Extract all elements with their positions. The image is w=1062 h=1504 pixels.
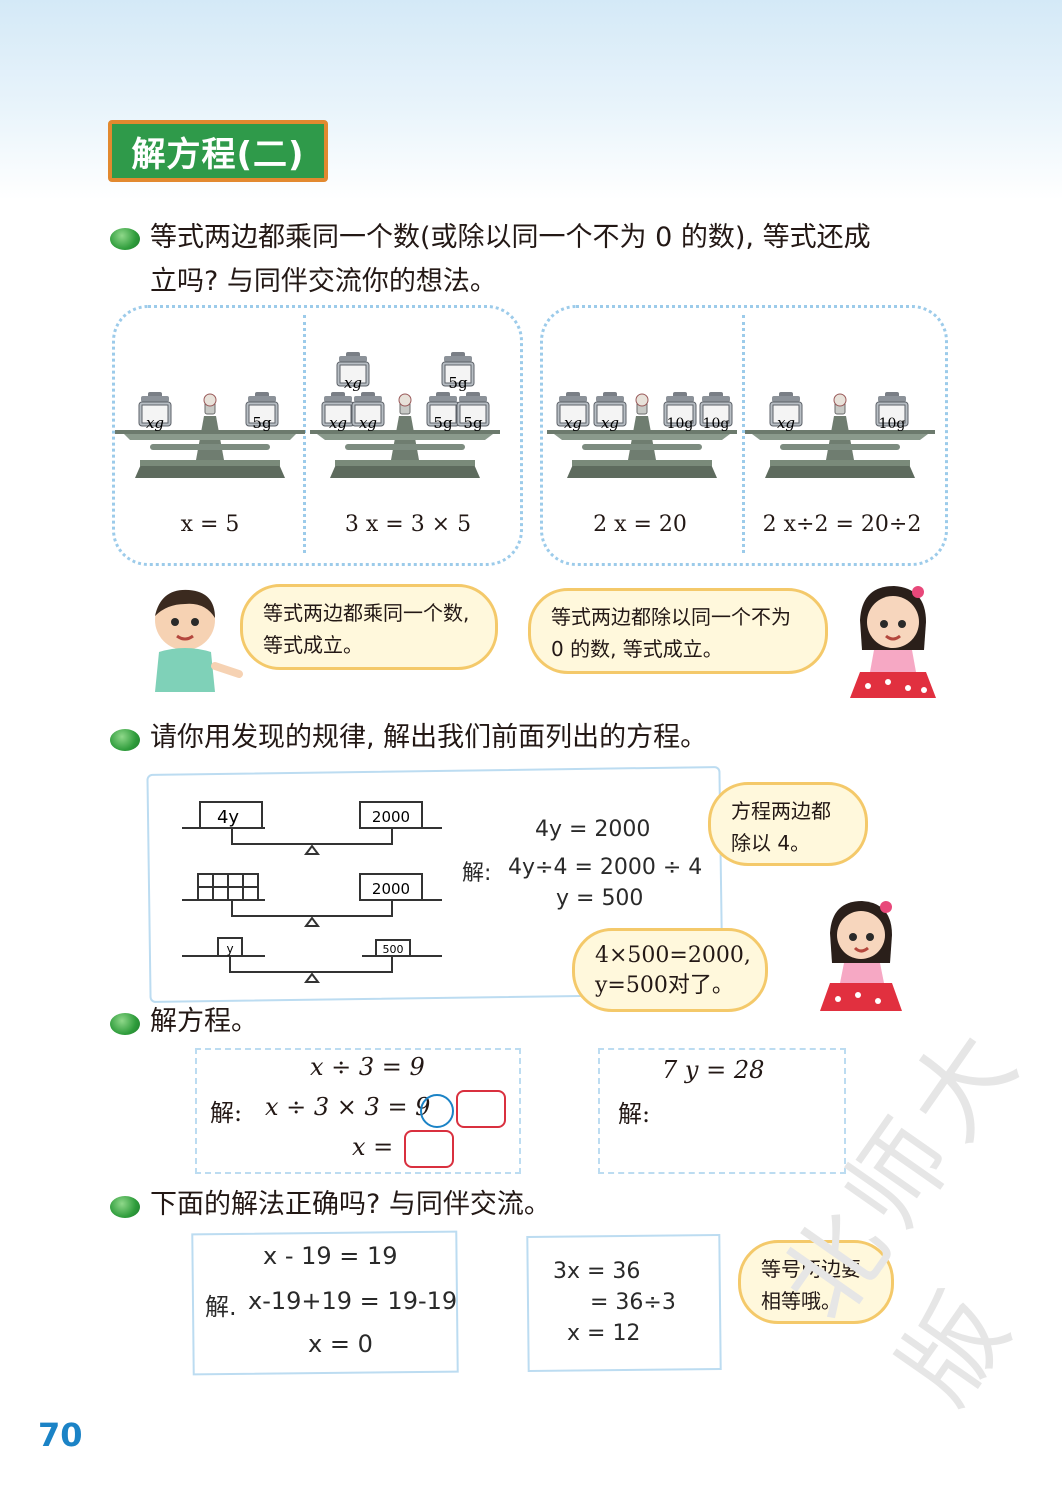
- equation-label: 2 x÷2 = 20÷2: [762, 512, 922, 537]
- weight-label: 10g: [703, 416, 730, 432]
- check2-line1: 3x = 36: [553, 1259, 641, 1284]
- equation-label: 2 x = 20: [593, 512, 687, 537]
- weight-label: 10g: [667, 416, 694, 432]
- weight-label: xg: [777, 414, 795, 432]
- question1-line2: 立吗? 与同伴交流你的想法。: [150, 266, 497, 297]
- thought-bubble-girl: 方程两边都除以 4。: [708, 782, 868, 866]
- sketch-box-label: 500: [383, 943, 404, 956]
- exercise1-label: 解:: [210, 1099, 243, 1127]
- weight-label: xg: [601, 414, 619, 432]
- bullet-icon: [110, 1013, 140, 1035]
- weight-label: xg: [344, 374, 362, 392]
- weight-label: 5g: [433, 414, 453, 432]
- equation-label: x = 5: [180, 512, 240, 537]
- question1-line1: 等式两边都乘同一个数(或除以同一个不为 0 的数), 等式还成: [150, 222, 871, 253]
- check1-line2: x-19+19 = 19-19: [248, 1287, 458, 1315]
- worked-line2: 4y÷4 = 2000 ÷ 4: [508, 855, 703, 880]
- page-number: 70: [38, 1416, 83, 1454]
- answer-box[interactable]: [456, 1090, 506, 1128]
- question3: 解方程。: [150, 1006, 258, 1037]
- check1-line3: x = 0: [308, 1330, 373, 1358]
- question2: 请你用发现的规律, 解出我们前面列出的方程。: [150, 722, 708, 753]
- check1-label: 解.: [205, 1293, 237, 1321]
- bullet-icon: [110, 228, 140, 250]
- exercise1-line1: x ÷ 3 = 9: [310, 1053, 425, 1081]
- exercise2-label: 解:: [618, 1100, 651, 1128]
- speech-bubble-boy: 等式两边都乘同一个数, 等式成立。: [240, 584, 498, 670]
- answer-circle[interactable]: [420, 1094, 454, 1128]
- girl-illustration: [820, 901, 902, 1011]
- sketch-box-label: 2000: [372, 808, 410, 826]
- bubble-line: y=500对了。: [595, 973, 734, 998]
- bubble-line: 4×500=2000,: [595, 943, 751, 968]
- sketch-box-label: 2000: [372, 880, 410, 898]
- check2-line2: = 36÷3: [590, 1290, 676, 1315]
- weight-label: 5g: [448, 374, 468, 392]
- exercise1-line2: x ÷ 3 × 3 = 9: [265, 1093, 431, 1121]
- bullet-icon: [110, 1196, 140, 1218]
- weight-label: xg: [564, 414, 582, 432]
- exercise1-line3: x =: [352, 1133, 394, 1161]
- weight-label: xg: [359, 414, 377, 432]
- exercise-card: [598, 1048, 846, 1174]
- weight-label: 10g: [879, 416, 906, 432]
- boy-illustration: [155, 589, 243, 692]
- answer-box[interactable]: [404, 1130, 454, 1168]
- worked-line3: y = 500: [556, 886, 644, 911]
- worked-example-balance-sketches: 4y 2000 2000 500 y: [182, 801, 442, 983]
- worked-label: 解:: [462, 861, 492, 886]
- thought-bubble-hint: 等号两边要相等哦。: [738, 1240, 894, 1324]
- exercise2-line1: 7 y = 28: [662, 1056, 765, 1084]
- balance-scales-illustration: xg 5g xg xg xg 5g 5g 5g xg xg 10g 10g xg…: [115, 351, 935, 479]
- girl-illustration: [850, 586, 936, 698]
- bullet-icon: [110, 729, 140, 751]
- panel-divider: [742, 315, 745, 553]
- weight-label: xg: [146, 414, 164, 432]
- exercise-card: [195, 1048, 521, 1174]
- speech-bubble-girl: 等式两边都除以同一个不为 0 的数, 等式成立。: [528, 588, 828, 674]
- lesson-title: 解方程(二): [108, 120, 328, 182]
- check1-line1: x - 19 = 19: [263, 1242, 398, 1270]
- check2-line3: x = 12: [567, 1321, 641, 1346]
- speech-bubble-girl-check: 4×500=2000, y=500对了。: [572, 928, 768, 1012]
- weight-label: 5g: [463, 414, 483, 432]
- question4: 下面的解法正确吗? 与同伴交流。: [150, 1189, 551, 1220]
- sketch-box-label: 4y: [217, 807, 239, 828]
- weight-label: 5g: [252, 414, 272, 432]
- worked-line1: 4y = 2000: [535, 817, 651, 842]
- weight-label: xg: [329, 414, 347, 432]
- sketch-box-label: y: [226, 942, 233, 956]
- equation-label: 3 x = 3 × 5: [344, 512, 472, 537]
